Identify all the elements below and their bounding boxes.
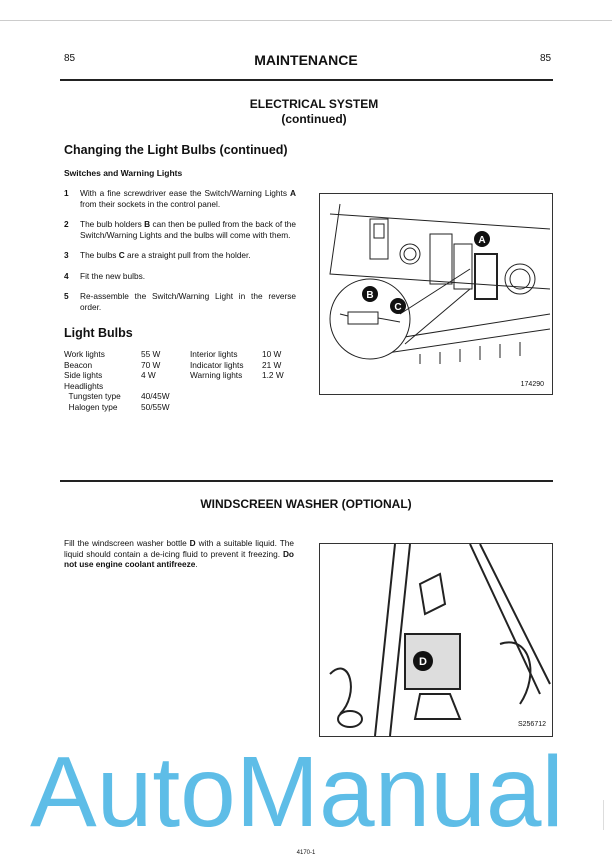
- section-title-line: (continued): [281, 112, 347, 126]
- step-number: 4: [64, 270, 69, 281]
- switch-panel-illustration: A B C: [329, 203, 551, 364]
- step-number: 1: [64, 188, 69, 198]
- figure-washer-bottle: D S256712: [319, 543, 553, 737]
- bulb-cell: [190, 402, 262, 413]
- step-text: With a fine screwdriver ease the Switch/…: [80, 188, 296, 209]
- bulb-row: Beacon 70 W Indicator lights 21 W: [64, 360, 302, 371]
- bold-text: C: [118, 250, 125, 260]
- step-text: The bulb holders B can then be pulled fr…: [80, 219, 296, 240]
- step-item: 5 Re-assemble the Switch/Warning Light in…: [64, 291, 296, 312]
- label-c: C: [394, 302, 401, 313]
- bulb-cell: Interior lights: [190, 349, 238, 359]
- text: Fill the windscreen washer bottle: [64, 538, 190, 548]
- step-text: Fit the new bulbs.: [80, 271, 145, 282]
- steps-list: 1 With a fine screwdriver ease the Switch…: [64, 188, 296, 312]
- step-text: The bulbs C are a straight pull from the…: [80, 250, 251, 261]
- step-item: 2 The bulb holders B can then be pulled f…: [64, 219, 296, 240]
- bulb-cell: Indicator lights: [190, 359, 244, 370]
- bulb-row: Tungsten type 40/45W: [64, 391, 302, 402]
- bulb-row: Side lights 4 W Warning lights 1.2 W: [64, 370, 302, 381]
- bold-text: Do not use engine coolant antifreeze: [64, 548, 294, 570]
- left-column: 1 With a fine screwdriver ease the Switch…: [64, 188, 296, 412]
- step-number: 3: [64, 250, 69, 260]
- label-d: D: [419, 656, 427, 668]
- text: with a suitable liquid. The liquid shoul…: [64, 538, 294, 559]
- bulb-cell: Headlights: [64, 380, 104, 391]
- label-a: A: [478, 235, 485, 246]
- bulb-cell: Work lights: [64, 349, 105, 359]
- bulb-cell: 10 W: [262, 349, 282, 359]
- washer-illustration: D: [329, 543, 551, 737]
- text: With a fine screwdriver ease the Switch/…: [80, 188, 290, 198]
- bulb-cell: [190, 381, 262, 392]
- header-rule: [60, 79, 553, 81]
- bulb-cell: [190, 391, 262, 402]
- bulbs-title: Light Bulbs: [64, 326, 133, 340]
- text: The bulb holders: [80, 219, 145, 229]
- step-item: 3 The bulbs C are a straight pull from th…: [64, 250, 296, 261]
- watermark: AutoManual: [30, 736, 564, 848]
- bulb-row: Work lights 55 W Interior lights 10 W: [64, 349, 302, 360]
- bold-text: A: [290, 188, 296, 198]
- text: from their sockets in the control panel.: [80, 198, 221, 209]
- washer-title: WINDSCREEN WASHER (OPTIONAL): [200, 497, 412, 511]
- changing-subtitle: Switches and Warning Lights: [64, 168, 183, 178]
- step-item: 1 With a fine screwdriver ease the Switch…: [64, 188, 296, 209]
- bulb-cell: Halogen type: [64, 401, 118, 412]
- figure-ref: 174290: [520, 381, 544, 388]
- bulb-cell: [262, 402, 302, 413]
- page-number-left: 85: [64, 53, 76, 64]
- step-item: 4 Fit the new bulbs.: [64, 271, 296, 282]
- figure-ref: S256712: [517, 721, 546, 728]
- bulb-cell: 55 W: [141, 349, 161, 359]
- changing-title: Changing the Light Bulbs (continued): [64, 143, 288, 157]
- bulb-cell: Side lights: [64, 370, 103, 380]
- section-title-line: ELECTRICAL SYSTEM: [249, 97, 379, 111]
- bold-text: B: [144, 219, 151, 229]
- step-number: 5: [64, 291, 69, 301]
- text: Fit the new bulbs.: [80, 270, 146, 281]
- bulb-cell: 40/45W: [141, 391, 170, 401]
- bulb-cell: [262, 381, 302, 392]
- edge-mark: [603, 800, 604, 830]
- text: are a straight pull from the holder.: [124, 250, 251, 260]
- page-number-right: 85: [540, 53, 552, 64]
- bulb-cell: [262, 391, 302, 402]
- bulb-row: Headlights: [64, 381, 302, 392]
- bulb-cell: [141, 381, 190, 392]
- text: Re-assemble the Switch/Warning Light in …: [80, 291, 296, 312]
- bulb-cell: 70 W: [141, 359, 161, 370]
- bulb-cell: Beacon: [64, 359, 93, 370]
- step-number: 2: [64, 219, 69, 229]
- page-title: MAINTENANCE: [254, 52, 358, 68]
- label-b: B: [366, 290, 373, 301]
- bulb-cell: 1.2 W: [262, 370, 284, 380]
- footer-code: 4170-1: [296, 850, 316, 856]
- bulb-row: Halogen type 50/55W: [64, 402, 302, 413]
- bulb-cell: Tungsten type: [64, 391, 121, 401]
- bulb-cell: 21 W: [262, 359, 282, 370]
- figure-switch-panel: A B C 174290: [319, 193, 553, 395]
- text: can then be pulled from the back of the …: [80, 219, 296, 240]
- bulb-cell: 50/55W: [141, 401, 170, 412]
- bulb-cell: 4 W: [141, 370, 156, 380]
- washer-paragraph: Fill the windscreen washer bottle D with…: [64, 538, 294, 570]
- bold-text: D: [189, 538, 196, 548]
- section-rule: [60, 480, 553, 482]
- top-border: [0, 20, 612, 21]
- section-title: ELECTRICAL SYSTEM (continued): [158, 97, 470, 127]
- bulb-cell: Warning lights: [190, 370, 243, 380]
- text: .: [195, 559, 198, 569]
- text: The bulbs: [80, 250, 119, 260]
- step-text: Re-assemble the Switch/Warning Light in …: [80, 291, 296, 312]
